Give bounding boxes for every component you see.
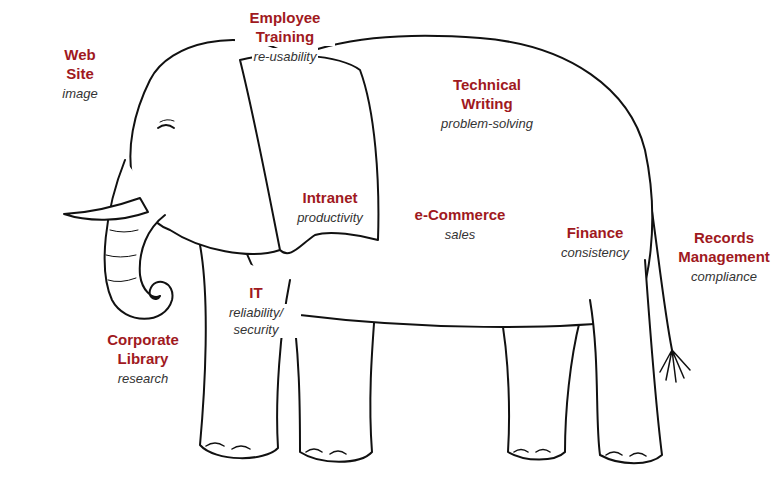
label-group: Finance consistency (545, 223, 645, 261)
department-name: Finance (565, 223, 626, 242)
label-group: Intranet productivity (280, 188, 380, 226)
department-name: e-Commerce (413, 205, 508, 224)
department-name: Corporate Library (98, 330, 188, 368)
label-group: Corporate Library research (98, 330, 188, 387)
value-label: reliability/ security (211, 304, 301, 338)
label-group: Technical Writing problem-solving (432, 75, 542, 132)
department-name: IT (247, 283, 264, 302)
value-label: problem-solving (439, 115, 535, 132)
department-name: Web Site (52, 45, 108, 83)
label-group: IT reliability/ security (211, 283, 301, 338)
value-label: compliance (689, 268, 759, 285)
department-name: Technical Writing (432, 75, 542, 113)
department-name: Records Management (674, 228, 774, 266)
value-label: sales (443, 226, 477, 243)
label-group: Employee Training re-usability (235, 8, 335, 65)
value-label: re-usability (252, 48, 319, 65)
label-group: Records Management compliance (674, 228, 774, 285)
department-name: Employee Training (235, 8, 335, 46)
value-label: research (116, 370, 171, 387)
value-label: image (60, 85, 99, 102)
value-label: productivity (295, 209, 365, 226)
label-group: e-Commerce sales (405, 205, 515, 243)
value-label: consistency (559, 244, 631, 261)
department-name: Intranet (300, 188, 359, 207)
label-group: Web Site image (52, 45, 108, 102)
